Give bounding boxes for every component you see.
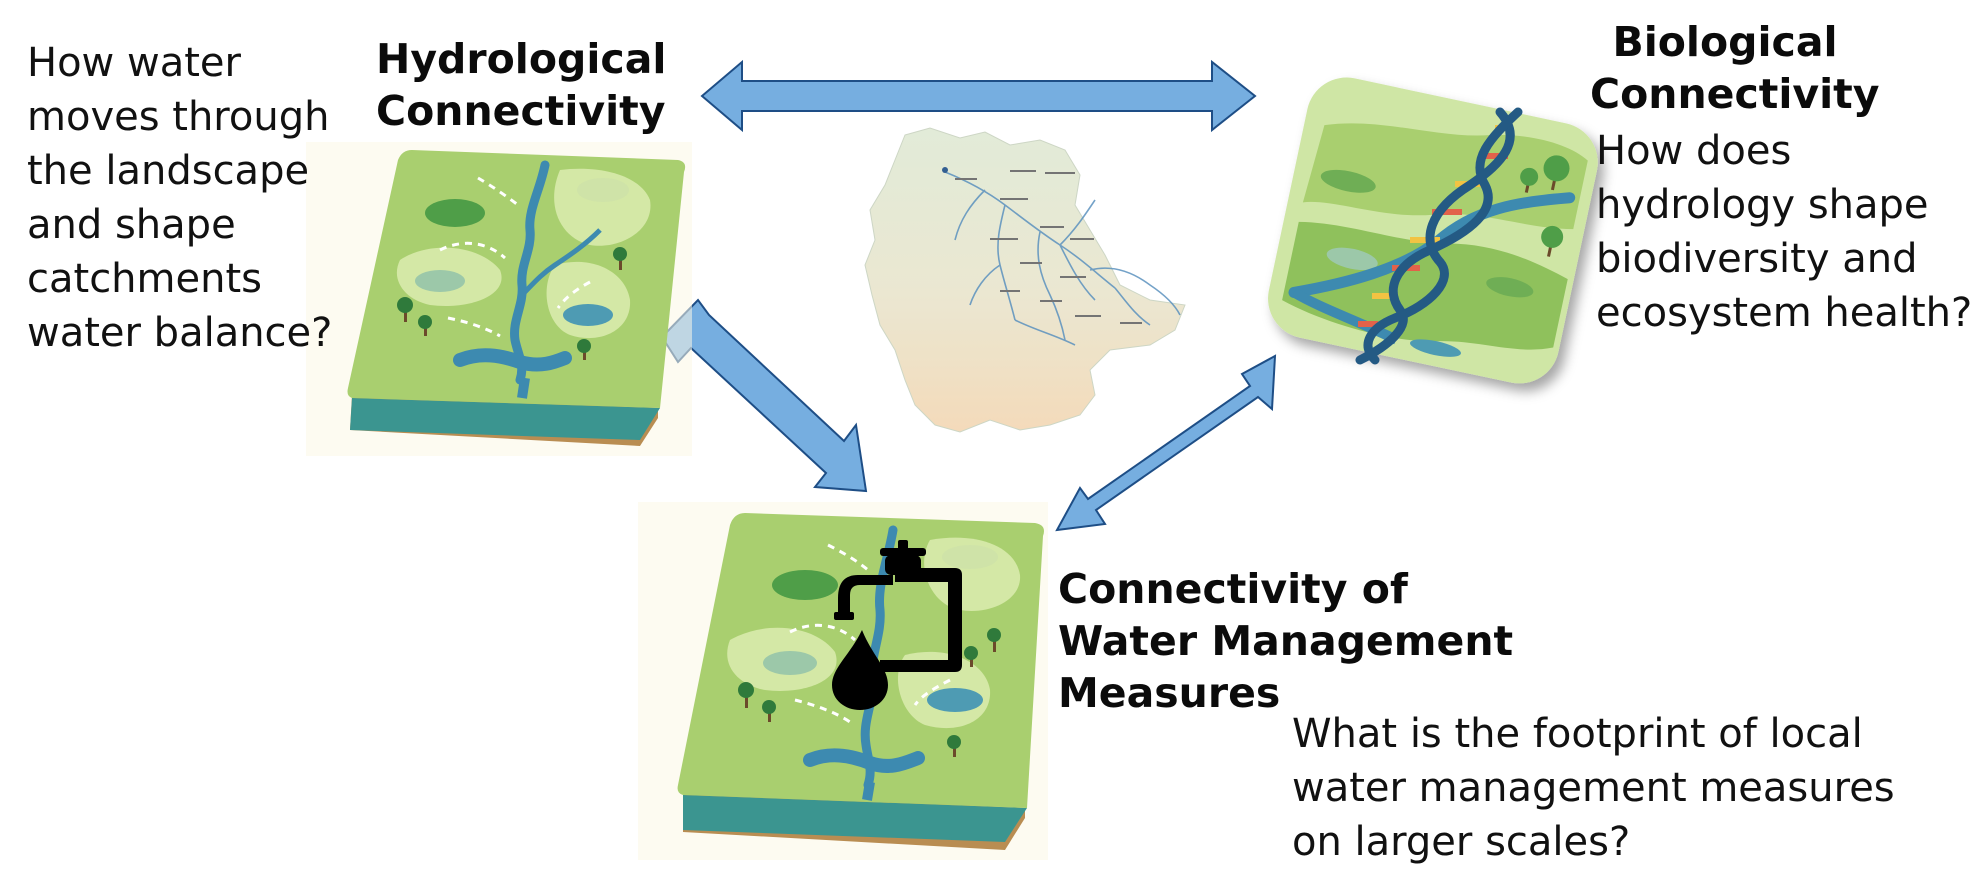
question-line: ecosystem health? (1596, 290, 1973, 336)
question-line: water balance? (27, 310, 333, 356)
question-line: What is the footprint of local (1292, 711, 1863, 757)
hydrological-connectivity-title: Hydrological Connectivity (376, 33, 667, 137)
arrow-hydro-mgmt (660, 298, 868, 493)
dna-helix-icon (1268, 77, 1598, 384)
landscape-block-icon (306, 142, 692, 456)
question-line: How water (27, 40, 241, 86)
title-line: Measures (1058, 669, 1281, 717)
title-line: Connectivity of (1058, 565, 1408, 613)
question-line: water management measures (1292, 765, 1895, 811)
question-line: hydrology shape (1596, 182, 1929, 228)
title-line: Connectivity (376, 87, 666, 135)
management-connectivity-title: Connectivity of Water Management Measure… (1058, 563, 1513, 719)
question-line: moves through (27, 94, 330, 140)
water-tap-icon (832, 540, 962, 710)
hydrological-question: How water moves through the landscape an… (27, 36, 332, 360)
question-line: biodiversity and (1596, 236, 1918, 282)
title-line: Biological (1612, 18, 1838, 66)
question-line: How does (1596, 128, 1792, 174)
question-line: and shape (27, 202, 236, 248)
title-line: Hydrological (376, 35, 667, 83)
germany-map-icon (864, 127, 1186, 433)
biological-connectivity-title: Biological Connectivity (1590, 16, 1880, 120)
management-question: What is the footprint of local water man… (1292, 707, 1895, 869)
title-line: Connectivity (1590, 70, 1880, 118)
arrow-hydro-bio (700, 59, 1257, 133)
question-line: the landscape (27, 148, 310, 194)
title-line: Water Management (1058, 617, 1514, 665)
arrow-bio-mgmt (1055, 354, 1277, 532)
question-line: on larger scales? (1292, 819, 1631, 865)
biological-question: How does hydrology shape biodiversity an… (1596, 124, 1972, 340)
question-line: catchments (27, 256, 262, 302)
